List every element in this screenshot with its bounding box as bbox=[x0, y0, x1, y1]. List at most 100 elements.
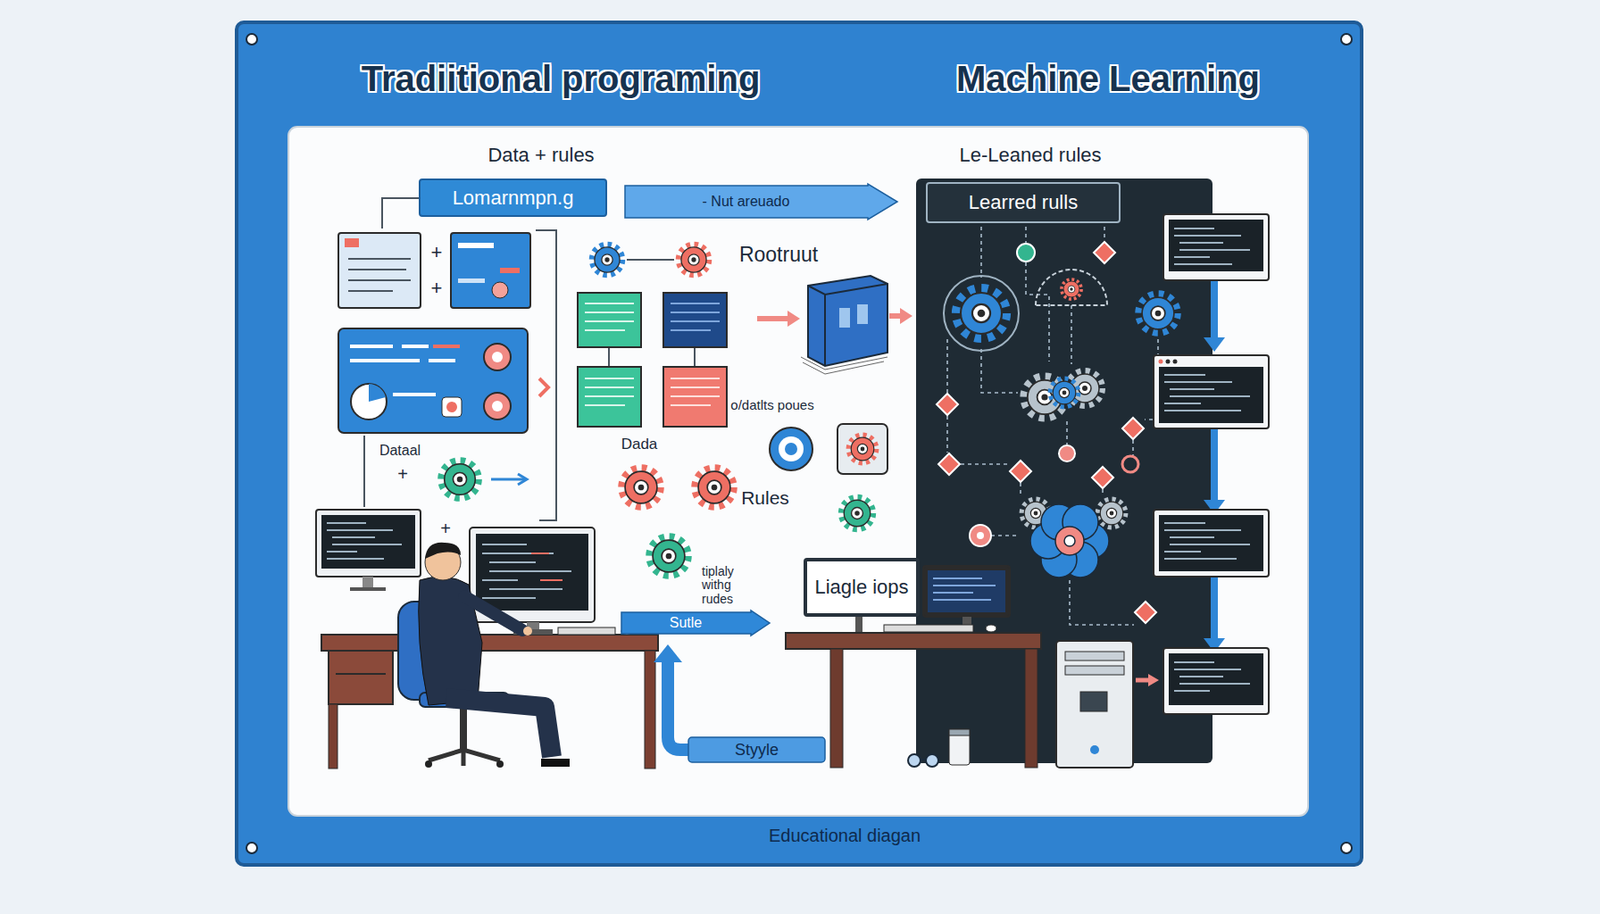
down-arrow bbox=[1210, 280, 1218, 641]
book-stack bbox=[824, 294, 826, 367]
monitor-icon bbox=[1166, 359, 1171, 365]
caption: Educational diagan bbox=[768, 825, 921, 847]
pink-arrow bbox=[900, 308, 913, 325]
frame bbox=[246, 33, 258, 45]
desk bbox=[644, 650, 656, 769]
ring-icon bbox=[769, 427, 813, 471]
desk bbox=[830, 649, 843, 768]
person-at-desk bbox=[541, 758, 570, 767]
screen-card bbox=[450, 233, 531, 309]
data-blocks bbox=[577, 292, 727, 427]
gear-icon bbox=[678, 244, 709, 275]
screen-box: Liagle iops bbox=[803, 558, 920, 617]
person-at-desk bbox=[496, 760, 504, 768]
dashboard-panel bbox=[433, 344, 460, 349]
gear-icon bbox=[1050, 379, 1078, 407]
screen-card bbox=[500, 267, 520, 274]
monitor-icon bbox=[316, 509, 421, 577]
gear-icon bbox=[591, 244, 622, 275]
node-dot bbox=[969, 525, 992, 547]
text-label: Rootruut bbox=[739, 242, 818, 267]
gear-tile bbox=[837, 424, 888, 475]
dashboard-panel bbox=[350, 383, 387, 420]
dashboard-panel bbox=[441, 397, 462, 417]
dotted-link bbox=[1070, 305, 1073, 365]
data-blocks bbox=[663, 366, 727, 427]
plus-sign: + bbox=[440, 518, 451, 540]
down-arrow bbox=[1203, 280, 1225, 653]
desk-items bbox=[949, 729, 970, 736]
flower-cluster bbox=[1030, 504, 1109, 578]
gear-icon bbox=[841, 498, 874, 530]
frame bbox=[1341, 842, 1352, 854]
desk-items bbox=[925, 754, 939, 767]
dotted-link bbox=[1132, 440, 1134, 456]
diamond-node bbox=[1134, 601, 1157, 624]
monitor-icon bbox=[1163, 648, 1269, 715]
node-dot bbox=[976, 532, 984, 540]
monitor-icon bbox=[1158, 366, 1264, 424]
plus-sign: + bbox=[431, 276, 443, 300]
dashboard-panel bbox=[368, 383, 386, 402]
pink-arrow bbox=[889, 313, 902, 319]
diamond-node bbox=[936, 393, 959, 416]
monitor-icon bbox=[933, 578, 996, 600]
diamond-node bbox=[1093, 241, 1116, 264]
data-blocks bbox=[670, 378, 720, 406]
monitor-icon bbox=[531, 553, 563, 581]
dashboard-panel bbox=[483, 392, 511, 420]
small-arrow bbox=[517, 474, 527, 485]
bracket-line bbox=[608, 347, 695, 367]
desk bbox=[321, 634, 659, 651]
desk bbox=[785, 633, 1042, 650]
monitor-icon bbox=[362, 576, 374, 588]
bracket-line bbox=[626, 258, 675, 261]
book-stack bbox=[857, 304, 868, 325]
text-label: Dataal bbox=[379, 442, 421, 459]
flower-cluster bbox=[1055, 526, 1084, 556]
gear-icon bbox=[849, 435, 876, 463]
monitor-icon bbox=[475, 533, 589, 611]
small-arrow bbox=[491, 474, 527, 485]
box-text: Lomarnmpn.g bbox=[452, 186, 575, 209]
learned-network-art bbox=[916, 178, 1213, 764]
monitor-icon bbox=[558, 627, 616, 635]
dotted-link bbox=[1069, 580, 1134, 625]
monitor-icon bbox=[1164, 523, 1250, 559]
bracket-line bbox=[382, 198, 419, 229]
tower-pc bbox=[1065, 651, 1125, 661]
plus-sign: + bbox=[397, 464, 409, 485]
box-text: Learred rulls bbox=[968, 191, 1078, 214]
gear-icon bbox=[441, 460, 478, 498]
desk bbox=[321, 634, 659, 769]
monitor-icon bbox=[1153, 214, 1269, 715]
dial-arc bbox=[1035, 269, 1108, 306]
gear-icon bbox=[622, 468, 661, 508]
data-blocks bbox=[670, 303, 720, 331]
monitor-icon bbox=[316, 509, 421, 592]
dotted-link bbox=[946, 416, 949, 453]
text-label: tiplaly withg rudes bbox=[701, 565, 754, 607]
desk bbox=[328, 650, 393, 705]
book-stack bbox=[839, 308, 850, 328]
data-blocks bbox=[577, 292, 642, 348]
text-label: Rules bbox=[741, 487, 790, 509]
person-at-desk bbox=[398, 542, 570, 768]
board bbox=[288, 126, 1309, 817]
monitor-icon bbox=[321, 515, 416, 569]
monitor-icon bbox=[985, 625, 997, 633]
frame bbox=[1341, 33, 1352, 45]
pink-arrow bbox=[1135, 678, 1150, 684]
person-at-desk bbox=[464, 596, 523, 631]
diamond-node bbox=[1122, 417, 1144, 440]
node-dot bbox=[1058, 445, 1075, 462]
person-at-desk bbox=[523, 626, 533, 636]
desk-items bbox=[908, 729, 970, 767]
band-text: - Nut areuado bbox=[702, 193, 791, 210]
tower-pc bbox=[1080, 691, 1108, 712]
monitor-icon bbox=[923, 566, 1010, 617]
dashboard-panel bbox=[491, 400, 503, 412]
tower-pc bbox=[1056, 641, 1134, 768]
box-text: Liagle iops bbox=[814, 575, 909, 599]
